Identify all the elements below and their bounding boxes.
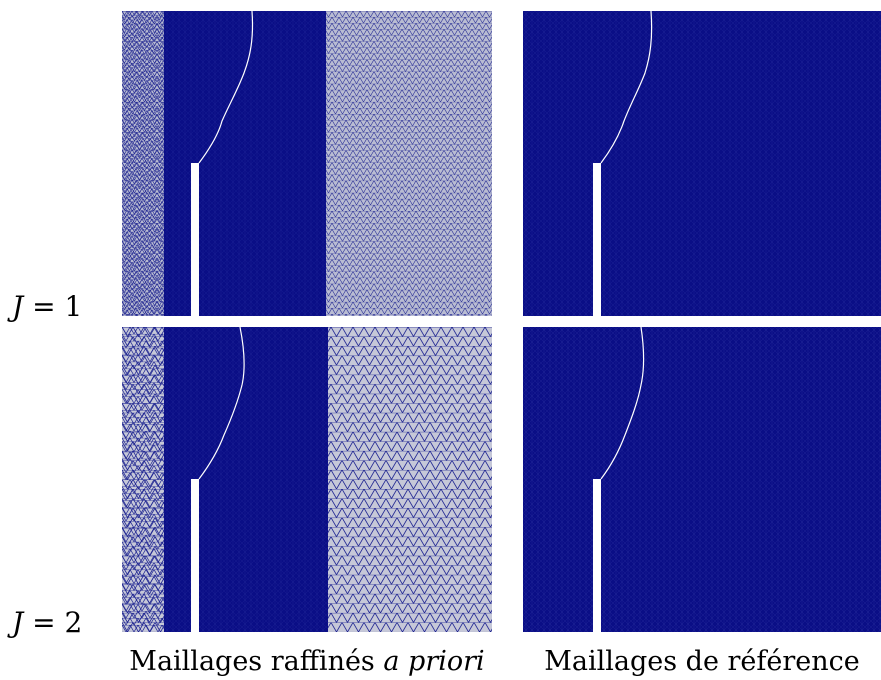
row-label-J1-var: J [12,290,24,323]
mesh-image-reference-J1 [523,11,881,316]
col-label-refined-text: Maillages raffinés [129,646,384,677]
panel-reference-J1 [523,11,881,316]
row-label-J1-eq: = [23,290,65,323]
mesh-image-refined-J1 [122,11,492,316]
row-label-J1: J = 1 [12,293,82,321]
col-label-reference: Maillages de référence [523,648,881,675]
row-label-J1-num: 1 [64,290,83,323]
mesh-image-refined-J2 [122,327,492,632]
row-label-J2-eq: = [23,606,65,639]
panel-refined-J2 [122,327,492,632]
col-label-refined-emphasis: a priori [383,646,485,677]
mesh-image-reference-J2 [523,327,881,632]
row-label-J2-num: 2 [64,606,83,639]
col-label-refined: Maillages raffinés a priori [122,648,492,675]
panel-reference-J2 [523,327,881,632]
col-label-reference-text: Maillages de référence [544,646,860,677]
row-label-J2-var: J [12,606,24,639]
row-label-J2: J = 2 [12,609,82,637]
panel-refined-J1 [122,11,492,316]
